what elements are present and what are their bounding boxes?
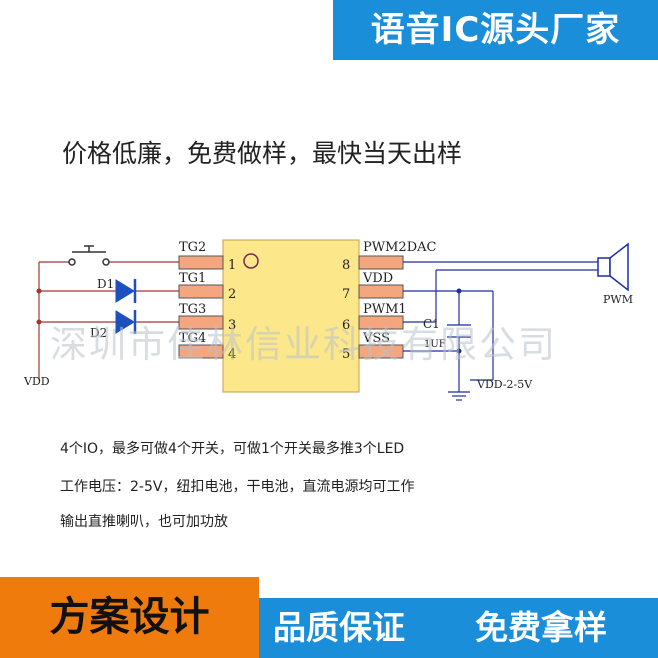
bottom-left-banner: 方案设计 xyxy=(0,577,259,658)
bottom-right-banner: 品质保证 免费拿样 xyxy=(259,598,658,658)
diode-d2-label: D2 xyxy=(90,326,107,340)
pin-pad-1 xyxy=(178,255,224,270)
pin-label-8: PWM2DAC xyxy=(363,240,437,255)
pin-label-3: TG3 xyxy=(179,302,206,317)
note-output: 输出直推喇叭，也可加功放 xyxy=(60,514,228,530)
pin-pad-8 xyxy=(358,255,404,270)
pin-number-4: 4 xyxy=(228,347,236,362)
pin-number-6: 6 xyxy=(342,318,350,333)
speaker-label: PWM xyxy=(603,293,633,306)
pin-number-7: 7 xyxy=(342,287,350,302)
junction-dot xyxy=(36,319,42,325)
pin-label-5: VSS xyxy=(362,331,390,346)
ic-pin1-marker xyxy=(243,253,259,269)
headline: 价格低廉，免费做样，最快当天出样 xyxy=(62,139,463,168)
diode-d1-label: D1 xyxy=(97,277,114,291)
pin-label-1: TG2 xyxy=(179,240,206,255)
speaker-icon xyxy=(597,242,629,292)
free-sample-slogan: 免费拿样 xyxy=(475,608,607,647)
right-wiring xyxy=(403,261,598,401)
pin-number-1: 1 xyxy=(228,258,236,273)
right-vdd-label: VDD-2-5V xyxy=(476,378,533,391)
pin-label-7: VDD xyxy=(362,271,393,286)
junction-dot xyxy=(36,288,42,294)
pin-number-2: 2 xyxy=(228,287,236,302)
pin-pad-4 xyxy=(178,344,224,359)
left-vdd-label: VDD xyxy=(23,375,50,388)
company-watermark: 深圳市佳林信业科技有限公司 xyxy=(50,323,557,366)
pin-number-5: 5 xyxy=(342,347,350,362)
pin-number-3: 3 xyxy=(228,318,236,333)
capacitor-name: C1 xyxy=(423,317,440,331)
pin-label-2: TG1 xyxy=(179,271,206,286)
pin-pad-2 xyxy=(178,284,224,299)
junction-dot xyxy=(456,288,462,294)
top-banner: 语音IC源头厂家 xyxy=(333,0,658,60)
pin-pad-7 xyxy=(358,284,404,299)
pin-number-8: 8 xyxy=(342,258,350,273)
note-voltage: 工作电压：2-5V，纽扣电池，干电池，直流电源均可工作 xyxy=(60,479,415,495)
capacitor-value: 1UF xyxy=(424,339,446,350)
diode-d1 xyxy=(115,279,137,303)
note-io: 4个IO，最多可做4个开关，可做1个开关最多推3个LED xyxy=(60,441,405,457)
push-button-switch xyxy=(68,245,110,266)
pin-label-4: TG4 xyxy=(179,331,206,346)
pin-label-6: PWM1 xyxy=(363,302,407,317)
diode-d2 xyxy=(115,310,137,334)
junction-dot xyxy=(456,348,462,354)
quality-slogan: 品质保证 xyxy=(273,608,405,647)
